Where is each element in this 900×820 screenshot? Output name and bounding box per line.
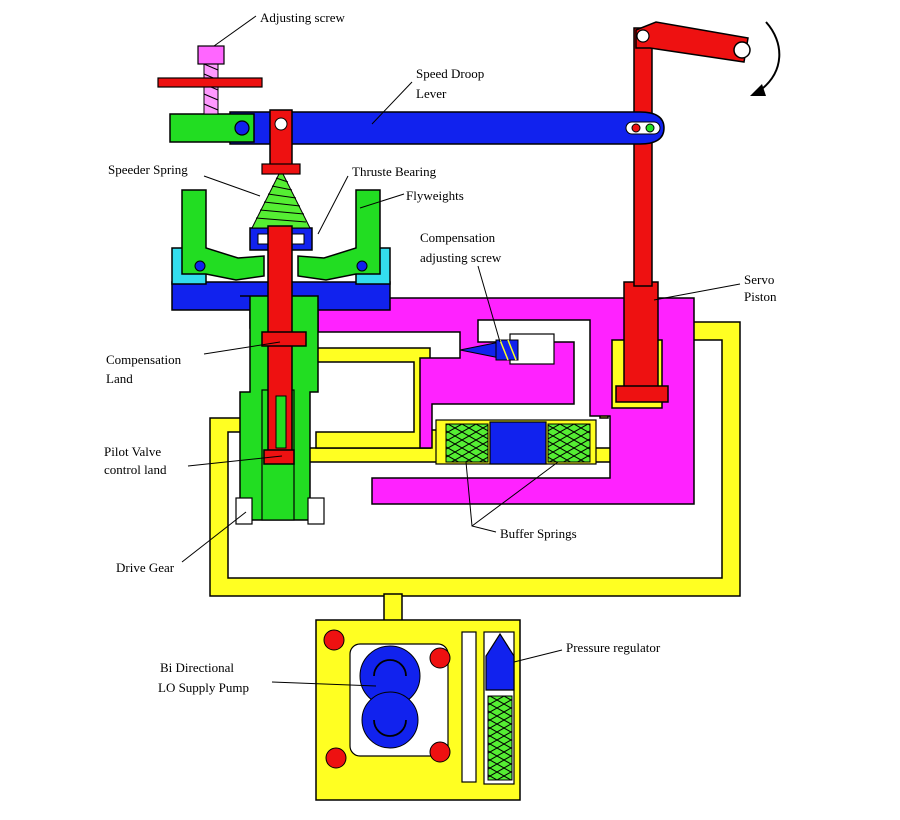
pump-valve-br bbox=[429, 741, 451, 763]
servo-assembly bbox=[611, 21, 781, 409]
leader-comp-screw bbox=[477, 265, 501, 343]
pilot-valve bbox=[235, 225, 325, 525]
leader-lines bbox=[181, 15, 741, 687]
speed-droop-lever bbox=[169, 111, 665, 145]
label-pump-1: Bi Directional bbox=[160, 660, 234, 675]
leader-drive-gear bbox=[181, 511, 247, 563]
regulator-plunger bbox=[485, 632, 515, 691]
label-pump-2: LO Supply Pump bbox=[158, 680, 249, 695]
screw-head bbox=[197, 45, 225, 65]
drive-gear-right bbox=[307, 497, 325, 525]
label-pilot-valve-2: control land bbox=[104, 462, 167, 477]
label-comp-land-2: Land bbox=[106, 371, 133, 386]
label-servo-1: Servo bbox=[744, 272, 774, 287]
compensation-box bbox=[315, 347, 431, 449]
leader-buffer-springs bbox=[465, 461, 559, 533]
lo-supply-pump bbox=[315, 619, 521, 801]
leader-thrust-bearing bbox=[317, 175, 349, 235]
buffer-piston bbox=[489, 421, 547, 465]
leader-adjusting-screw bbox=[213, 15, 257, 47]
pump-valve-tr bbox=[429, 647, 451, 669]
spring-seat bbox=[261, 163, 301, 175]
droop-lever-bar bbox=[229, 111, 665, 145]
label-comp-screw-1: Compensation bbox=[420, 230, 496, 245]
leader-pump bbox=[271, 681, 377, 687]
buffer-spring-right-coils bbox=[548, 424, 590, 462]
flyweight-left bbox=[181, 189, 265, 281]
compensation-screw-thread bbox=[499, 339, 517, 361]
label-comp-screw-2: adjusting screw bbox=[420, 250, 502, 265]
servo-piston-head bbox=[615, 385, 669, 403]
buffer-housing bbox=[317, 297, 695, 505]
leader-pilot-land bbox=[187, 455, 283, 467]
pump-divider-channel bbox=[461, 631, 477, 783]
label-drive-gear: Drive Gear bbox=[116, 560, 175, 575]
slot-pin-left bbox=[631, 123, 641, 133]
spring-rod-pin bbox=[274, 117, 288, 131]
label-comp-land-1: Compensation bbox=[106, 352, 182, 367]
leader-droop-lever bbox=[371, 81, 413, 125]
leader-servo bbox=[653, 283, 741, 301]
pilot-control-land bbox=[263, 449, 295, 465]
leader-speeder-spring bbox=[203, 175, 261, 197]
pump-valve-tl bbox=[323, 629, 345, 651]
label-droop-lever-1: Speed Droop bbox=[416, 66, 484, 81]
flyweight-pivot-left bbox=[194, 260, 206, 272]
drive-gear-left bbox=[235, 497, 253, 525]
leader-flyweights bbox=[359, 193, 405, 209]
fuel-rack-pivot bbox=[733, 41, 751, 59]
leader-comp-land bbox=[203, 341, 281, 355]
label-speeder-spring: Speeder Spring bbox=[108, 162, 188, 177]
locknut bbox=[157, 77, 263, 88]
regulator-spring-coils bbox=[488, 696, 512, 780]
fuel-rack-arm bbox=[635, 21, 749, 63]
label-flyweights: Flyweights bbox=[406, 188, 464, 203]
label-pilot-valve-1: Pilot Valve bbox=[104, 444, 161, 459]
labels: Adjusting screw Speed Droop Lever Speede… bbox=[104, 10, 777, 695]
compensation-land bbox=[261, 331, 307, 347]
buffer-spring-left-coils bbox=[446, 424, 488, 462]
flyweight-pivot-right bbox=[356, 260, 368, 272]
servo-rod bbox=[633, 27, 653, 287]
droop-lever-slot bbox=[625, 121, 661, 135]
label-buffer-springs: Buffer Springs bbox=[500, 526, 577, 541]
leader-regulator bbox=[513, 649, 563, 663]
servo-piston bbox=[623, 281, 659, 391]
curved-arrow-icon bbox=[757, 21, 781, 93]
pump-gear-lower bbox=[361, 691, 419, 749]
label-servo-2: Piston bbox=[744, 289, 777, 304]
speeder-spring bbox=[251, 168, 311, 229]
servo-rod-pin bbox=[636, 29, 650, 43]
droop-lever-pivot bbox=[234, 120, 250, 136]
label-pressure-regulator: Pressure regulator bbox=[566, 640, 661, 655]
curved-arrow-head bbox=[750, 84, 766, 96]
circular-arrow-icon bbox=[373, 719, 407, 737]
plunger-stem-gap bbox=[275, 395, 287, 449]
flyweight-right bbox=[297, 189, 381, 281]
label-droop-lever-2: Lever bbox=[416, 86, 447, 101]
label-thrust-bearing: Thruste Bearing bbox=[352, 164, 437, 179]
speeder-spring-coils bbox=[255, 177, 307, 223]
label-adjusting-screw: Adjusting screw bbox=[260, 10, 345, 25]
circular-arrow-icon bbox=[373, 659, 407, 677]
pump-valve-bl bbox=[325, 747, 347, 769]
adjusting-screw bbox=[157, 45, 263, 115]
slot-pin-right bbox=[645, 123, 655, 133]
magenta-housing bbox=[317, 297, 695, 505]
